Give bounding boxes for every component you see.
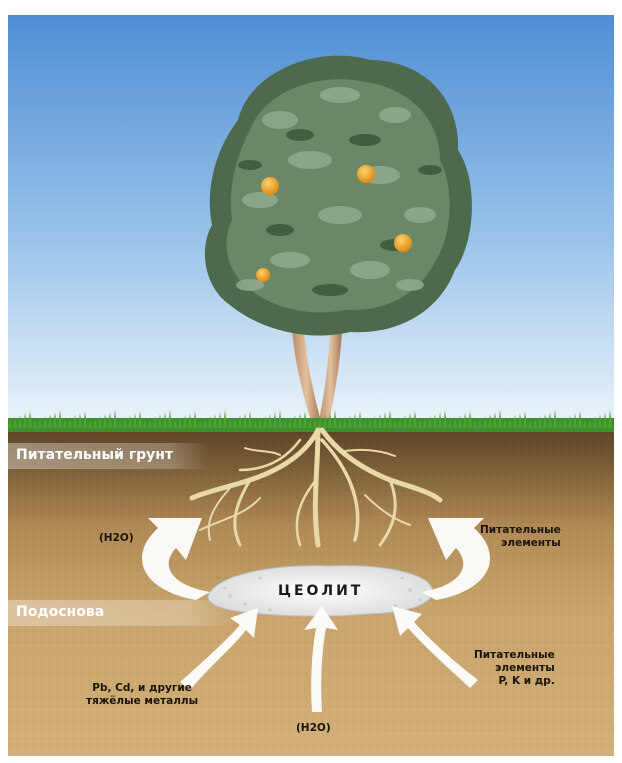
metals-line2: тяжёлые металлы	[86, 695, 198, 708]
metals-line1: Pb, Cd, и другие	[86, 682, 198, 695]
heavy-metals-label: Pb, Cd, и другие тяжёлые металлы	[86, 682, 198, 708]
subsoil-label: Подоснова	[16, 604, 104, 620]
fruit	[357, 165, 375, 183]
topsoil-label: Питательный грунт	[16, 447, 173, 463]
nutrients-right-line1: Питательные	[480, 524, 561, 537]
fruit	[256, 268, 270, 282]
fruit	[261, 177, 279, 195]
nutrients-label-bottom: Питательные элементы P, K и др.	[474, 649, 555, 688]
nutrients-right-line2: элементы	[480, 537, 561, 550]
nutrients-bottom-line1: Питательные	[474, 649, 555, 662]
water-label-left: (H2O)	[99, 532, 134, 545]
water-label-bottom: (H2O)	[296, 722, 331, 735]
fruit	[394, 234, 412, 252]
nutrients-label-right: Питательные элементы	[480, 524, 561, 550]
nutrients-bottom-line2: элементы	[474, 662, 555, 675]
nutrients-bottom-line3: P, K и др.	[474, 675, 555, 688]
zeolite-label: ЦЕОЛИТ	[278, 583, 363, 599]
